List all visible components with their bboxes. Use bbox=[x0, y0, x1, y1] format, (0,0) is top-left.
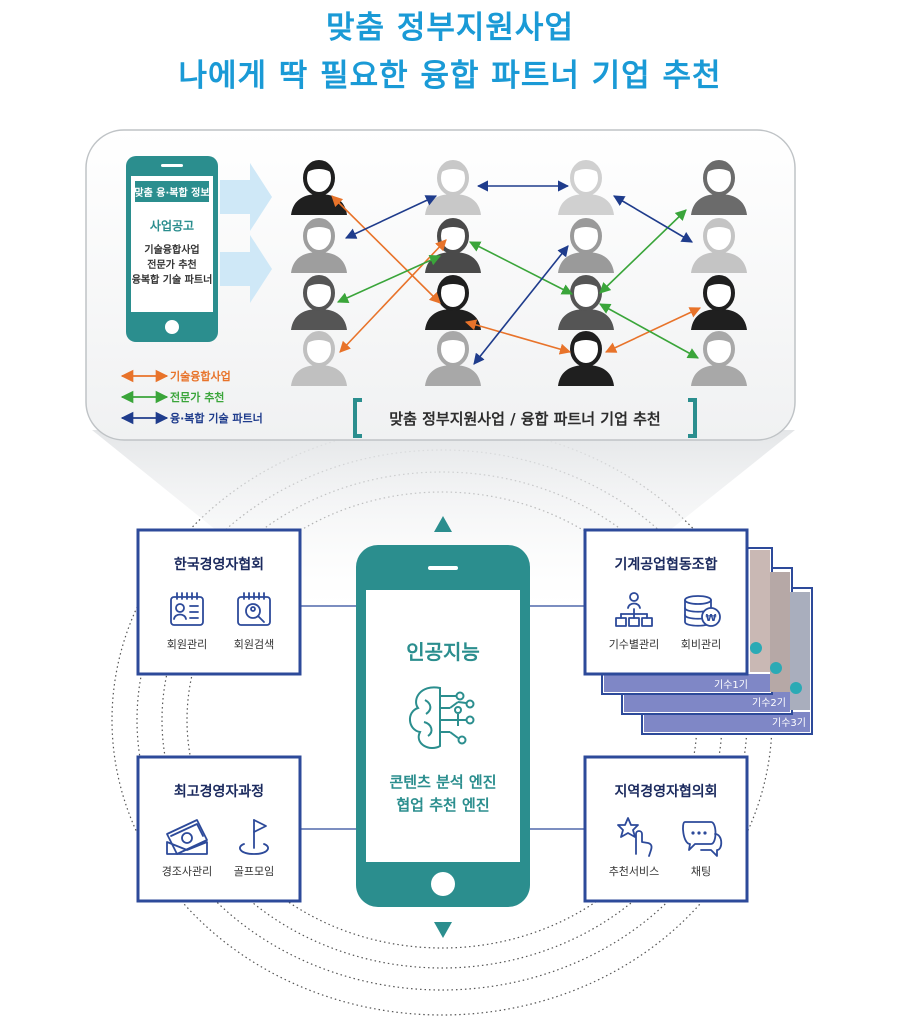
connection-arrows bbox=[331, 180, 702, 365]
touch-star-icon bbox=[617, 817, 653, 857]
golf-flag-icon bbox=[239, 819, 269, 855]
box-title: 기계공업협동조합 bbox=[614, 556, 717, 573]
box-title: 최고경영자과정 bbox=[174, 783, 264, 800]
mini-phone-item: 기술융합사업 bbox=[144, 243, 199, 256]
svg-text:₩: ₩ bbox=[705, 613, 716, 624]
person-avatar bbox=[691, 160, 747, 215]
mini-phone-item: 전문가 추천 bbox=[147, 258, 196, 271]
person-avatar bbox=[558, 160, 614, 215]
title-line-1: 맞춤 정부지원사업 bbox=[326, 10, 574, 46]
envelope-money-icon bbox=[166, 819, 208, 855]
cohort-label-1: 기수1기 bbox=[714, 679, 748, 691]
legend-label-green: 전문가 추천 bbox=[170, 390, 224, 404]
person-avatar bbox=[291, 275, 347, 330]
fee-database-icon: ₩ bbox=[684, 595, 721, 627]
box-item-label: 기수별관리 bbox=[609, 638, 660, 651]
banner-left-bracket bbox=[353, 398, 362, 438]
box-item-label: 골프모임 bbox=[234, 865, 274, 878]
person-avatar bbox=[691, 218, 747, 273]
ai-brain-icon bbox=[409, 686, 475, 750]
mini-phone bbox=[126, 156, 218, 342]
green-link-arrow bbox=[599, 303, 699, 359]
legend-label-orange: 기술융합사업 bbox=[170, 369, 231, 383]
box-item-label: 채팅 bbox=[691, 865, 711, 878]
mini-phone-item: 융복합 기술 파트너 bbox=[132, 273, 213, 286]
flow-arrow-1 bbox=[220, 163, 272, 231]
cohort-label-3: 기수3기 bbox=[772, 717, 806, 729]
box-item-label: 회비관리 bbox=[681, 638, 721, 651]
box-title: 한국경영자협회 bbox=[174, 556, 264, 573]
box-item-label: 회원검색 bbox=[234, 638, 274, 651]
box-title: 지역경영자협의회 bbox=[614, 783, 717, 800]
flow-arrow-2 bbox=[220, 235, 272, 303]
person-avatar bbox=[291, 331, 347, 386]
legend-label-blue: 융·복합 기술 파트너 bbox=[170, 411, 263, 425]
banner-text: 맞춤 정부지원사업 / 융합 파트너 기업 추천 bbox=[389, 410, 660, 428]
arrow-up-icon bbox=[434, 516, 452, 532]
member-search-icon bbox=[237, 592, 271, 626]
mini-phone-sub: 사업공고 bbox=[150, 218, 194, 233]
title-line-2: 나에게 딱 필요한 융합 파트너 기업 추천 bbox=[178, 58, 722, 94]
green-link-arrow bbox=[336, 255, 442, 303]
chat-bubble-icon bbox=[682, 821, 723, 857]
center-phone-line1: 콘텐츠 분석 엔진 bbox=[389, 773, 496, 791]
banner-right-bracket bbox=[688, 398, 697, 438]
box-item-label: 경조사관리 bbox=[162, 865, 213, 878]
person-avatar bbox=[691, 275, 747, 330]
blue-link-arrow bbox=[473, 245, 569, 365]
connector-lines bbox=[300, 605, 587, 830]
member-card-icon bbox=[170, 592, 204, 626]
center-phone-title: 인공지능 bbox=[406, 640, 480, 664]
blue-link-arrow bbox=[613, 195, 693, 243]
center-phone bbox=[356, 545, 530, 907]
mini-phone-header: 맞춤 융·복합 정보 bbox=[134, 186, 209, 199]
person-avatar bbox=[558, 331, 614, 386]
box-item-label: 회원관리 bbox=[167, 638, 207, 651]
center-phone-line2: 협업 추천 엔진 bbox=[396, 796, 489, 814]
cohort-label-2: 기수2기 bbox=[752, 697, 786, 709]
person-avatar bbox=[691, 331, 747, 386]
box-item-label: 추천서비스 bbox=[609, 864, 660, 878]
blue-link-arrow bbox=[344, 195, 438, 239]
arrow-down-icon bbox=[434, 922, 452, 938]
org-chart-icon bbox=[615, 592, 653, 627]
